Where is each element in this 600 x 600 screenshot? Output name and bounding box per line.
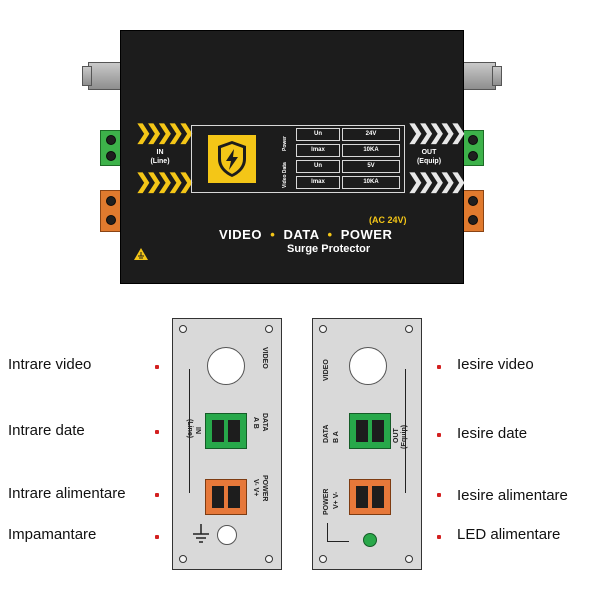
power-label: POWER (261, 475, 268, 502)
data-pins-label: B A (333, 431, 340, 443)
device-title: VIDEO • DATA • POWER (219, 227, 392, 242)
bnc-connector-out-tip (492, 66, 502, 86)
caption-ground: Impamantare (8, 526, 97, 543)
group-video-data-label: Video Data (282, 162, 288, 188)
input-side-panel: VIDEO DATA A B IN (Line) POWER V- V+ (172, 318, 282, 570)
caption-power-led: LED alimentare (457, 526, 561, 543)
title-data: DATA (283, 227, 320, 242)
data-pins-label: A B (252, 417, 259, 429)
out-label: OUT(Equip) (416, 149, 442, 165)
caption-video-output: Iesire video (457, 356, 534, 373)
spec-param: Imax (296, 144, 340, 157)
mount-hole (179, 325, 187, 333)
in-arrow-icon: ❯❯❯❯❯ (135, 122, 195, 144)
pointer-dot (155, 535, 159, 539)
in-sub-label: (Line) (186, 419, 193, 439)
pointer-dot (437, 535, 441, 539)
out-arrow-icon-lower: ❯❯❯❯❯ (407, 171, 467, 193)
caption-power-output: Iesire alimentare (457, 487, 568, 504)
caption-video-input: Intrare video (8, 356, 92, 373)
video-label: VIDEO (261, 347, 268, 369)
out-sub-label: (Equip) (401, 424, 408, 449)
pointer-dot (155, 430, 159, 434)
title-power: POWER (340, 227, 393, 242)
pointer-dot (155, 493, 159, 497)
pointer-dot (437, 493, 441, 497)
group-power-label: Power (282, 135, 288, 151)
bnc-connector-out (462, 62, 496, 90)
mount-hole (405, 555, 413, 563)
spec-param: Un (296, 160, 340, 173)
output-side-panel: VIDEO DATA B A OUT (Equip) POWER V+ V- (312, 318, 422, 570)
ac-voltage-label: (AC 24V) (369, 215, 407, 225)
out-arrow-icon: ❯❯❯❯❯ (407, 122, 467, 144)
spec-value: 5V (342, 160, 400, 173)
mount-hole (265, 325, 273, 333)
ground-warning-icon (133, 247, 149, 266)
pointer-dot (437, 433, 441, 437)
mount-hole (319, 555, 327, 563)
spec-param: Un (296, 128, 340, 141)
spec-value: 24V (342, 128, 400, 141)
surge-protector-device: ❯❯❯❯❯ IN(Line) ❯❯❯❯❯ ❯❯❯❯❯ OUT(Equip) ❯❯… (120, 30, 467, 284)
mount-hole (319, 325, 327, 333)
data-terminal-block (205, 413, 247, 449)
mount-hole (265, 555, 273, 563)
pointer-dot (437, 365, 441, 369)
power-led-icon (363, 533, 377, 547)
ground-screw-hole (217, 525, 237, 545)
power-pins-label: V+ V- (333, 491, 340, 509)
data-terminal-in (100, 130, 122, 166)
title-video: VIDEO (219, 227, 262, 242)
shield-lightning-icon (208, 135, 256, 183)
caption-power-input: Intrare alimentare (8, 485, 126, 502)
data-label: DATA (261, 413, 268, 432)
data-terminal-out (462, 130, 484, 166)
in-label: IN(Line) (150, 149, 170, 165)
power-terminal-in (100, 190, 122, 232)
spec-value: 10KA (342, 176, 400, 189)
spec-value: 10KA (342, 144, 400, 157)
separator-dot-icon: • (266, 227, 280, 242)
mount-hole (179, 555, 187, 563)
power-label: POWER (323, 488, 330, 515)
caption-data-output: Iesire date (457, 425, 528, 442)
separator-dot-icon: • (323, 227, 337, 242)
caption-data-input: Intrare date (8, 422, 85, 439)
power-terminal-block (205, 479, 247, 515)
power-pins-label: V- V+ (252, 479, 259, 497)
video-port-hole (207, 347, 245, 385)
pointer-dot (155, 365, 159, 369)
data-label: DATA (323, 424, 330, 443)
video-label: VIDEO (323, 359, 330, 381)
device-subtitle: Surge Protector (287, 243, 371, 255)
spec-panel: Power Video Data Un 24V Imax 10KA Un 5V … (191, 125, 405, 193)
bnc-connector-in-tip (82, 66, 92, 86)
ground-icon (191, 523, 211, 550)
out-label: OUT (393, 428, 400, 443)
mount-hole (405, 325, 413, 333)
in-arrow-icon-lower: ❯❯❯❯❯ (135, 171, 195, 193)
power-terminal-out (462, 190, 484, 232)
bnc-connector-in (88, 62, 122, 90)
data-terminal-block (349, 413, 391, 449)
video-port-hole (349, 347, 387, 385)
spec-param: Imax (296, 176, 340, 189)
in-label: IN (194, 427, 201, 434)
power-terminal-block (349, 479, 391, 515)
